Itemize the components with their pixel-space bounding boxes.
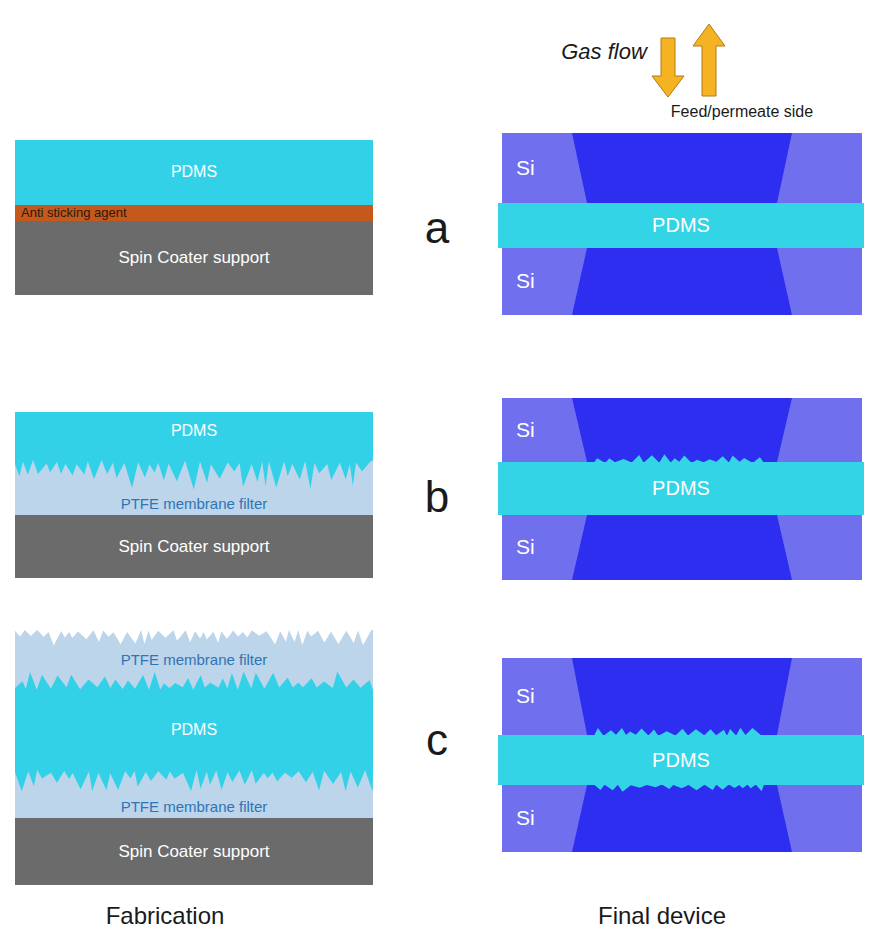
- pdms-membrane-label: PDMS: [652, 749, 710, 772]
- etched-cavity: [572, 515, 792, 580]
- anti-sticking-layer: Anti sticking agent: [15, 205, 373, 221]
- panel-letter-holder: b: [425, 473, 449, 521]
- etched-cavity: [572, 785, 792, 852]
- silicon-block: Si: [502, 398, 862, 462]
- pdms-layer-label: PDMS: [171, 422, 217, 440]
- pdms-membrane: PDMS: [498, 203, 864, 248]
- layer-texture: [502, 658, 862, 735]
- layer-texture: [502, 133, 862, 203]
- etched-cavity: [572, 658, 792, 735]
- column-title-holder: Fabrication: [106, 903, 225, 929]
- layer-texture: [502, 398, 862, 462]
- ptfe-filter-label: PTFE membrane filter: [121, 495, 268, 512]
- pdms-layer: PDMS: [15, 140, 373, 205]
- side-label: Feed/permeate side: [671, 103, 813, 120]
- down-arrow: [652, 38, 684, 97]
- column-title: Final device: [598, 902, 726, 929]
- panel-letter: c: [426, 715, 448, 764]
- side-label-holder: Feed/permeate side: [671, 103, 813, 121]
- silicon-block: Si: [502, 248, 862, 315]
- interface-roughness: [15, 770, 373, 792]
- silicon-block-label: Si: [516, 684, 535, 708]
- membrane-roughness: [594, 454, 764, 463]
- column-title-holder: Final device: [598, 903, 726, 929]
- spin-coater-support: Spin Coater support: [15, 515, 373, 578]
- layer-texture: [502, 515, 862, 580]
- silicon-block-label: Si: [516, 535, 535, 559]
- panel-letter-holder: c: [426, 716, 448, 764]
- panel-letter: b: [425, 472, 449, 521]
- spin-coater-support-label: Spin Coater support: [118, 842, 269, 862]
- ptfe-filter: PTFE membrane filter: [15, 460, 373, 515]
- ptfe-filter-label: PTFE membrane filter: [121, 651, 268, 668]
- silicon-block: Si: [502, 658, 862, 735]
- anti-sticking-layer-label: Anti sticking agent: [21, 206, 127, 221]
- pdms-membrane: PDMS: [498, 735, 864, 785]
- silicon-block-label: Si: [516, 806, 535, 830]
- interface-roughness: [15, 460, 373, 489]
- pdms-layer-label: PDMS: [171, 163, 217, 181]
- layer-texture: [502, 785, 862, 852]
- panel-letter: a: [425, 203, 449, 252]
- flow-label-holder: Gas flow: [561, 40, 647, 64]
- membrane-roughness: [594, 728, 764, 736]
- silicon-block: Si: [502, 133, 862, 203]
- spin-coater-support: Spin Coater support: [15, 818, 373, 885]
- pdms-membrane-label: PDMS: [652, 477, 710, 500]
- etched-cavity: [572, 133, 792, 203]
- pdms-membrane-label: PDMS: [652, 214, 710, 237]
- interface-roughness: [15, 671, 373, 690]
- pdms-layer: PDMS: [15, 690, 373, 770]
- layer-texture: [502, 248, 862, 315]
- panel-letter-holder: a: [425, 204, 449, 252]
- etched-cavity: [572, 398, 792, 462]
- spin-coater-support-label: Spin Coater support: [118, 537, 269, 557]
- silicon-block-label: Si: [516, 269, 535, 293]
- column-title: Fabrication: [106, 902, 225, 929]
- flow-label: Gas flow: [561, 39, 647, 64]
- silicon-block: Si: [502, 515, 862, 580]
- pdms-layer-label: PDMS: [171, 721, 217, 739]
- ptfe-filter: PTFE membrane filter: [15, 770, 373, 818]
- pdms-layer: PDMS: [15, 412, 373, 460]
- spin-coater-support: Spin Coater support: [15, 221, 373, 295]
- ptfe-filter: PTFE membrane filter: [15, 630, 373, 690]
- silicon-block-label: Si: [516, 156, 535, 180]
- silicon-block: Si: [502, 785, 862, 852]
- ptfe-filter-label: PTFE membrane filter: [121, 798, 268, 815]
- spin-coater-support-label: Spin Coater support: [118, 248, 269, 268]
- etched-cavity: [572, 248, 792, 315]
- interface-roughness: [15, 630, 373, 646]
- up-arrow: [693, 24, 725, 96]
- silicon-block-label: Si: [516, 418, 535, 442]
- pdms-membrane: PDMS: [498, 462, 864, 515]
